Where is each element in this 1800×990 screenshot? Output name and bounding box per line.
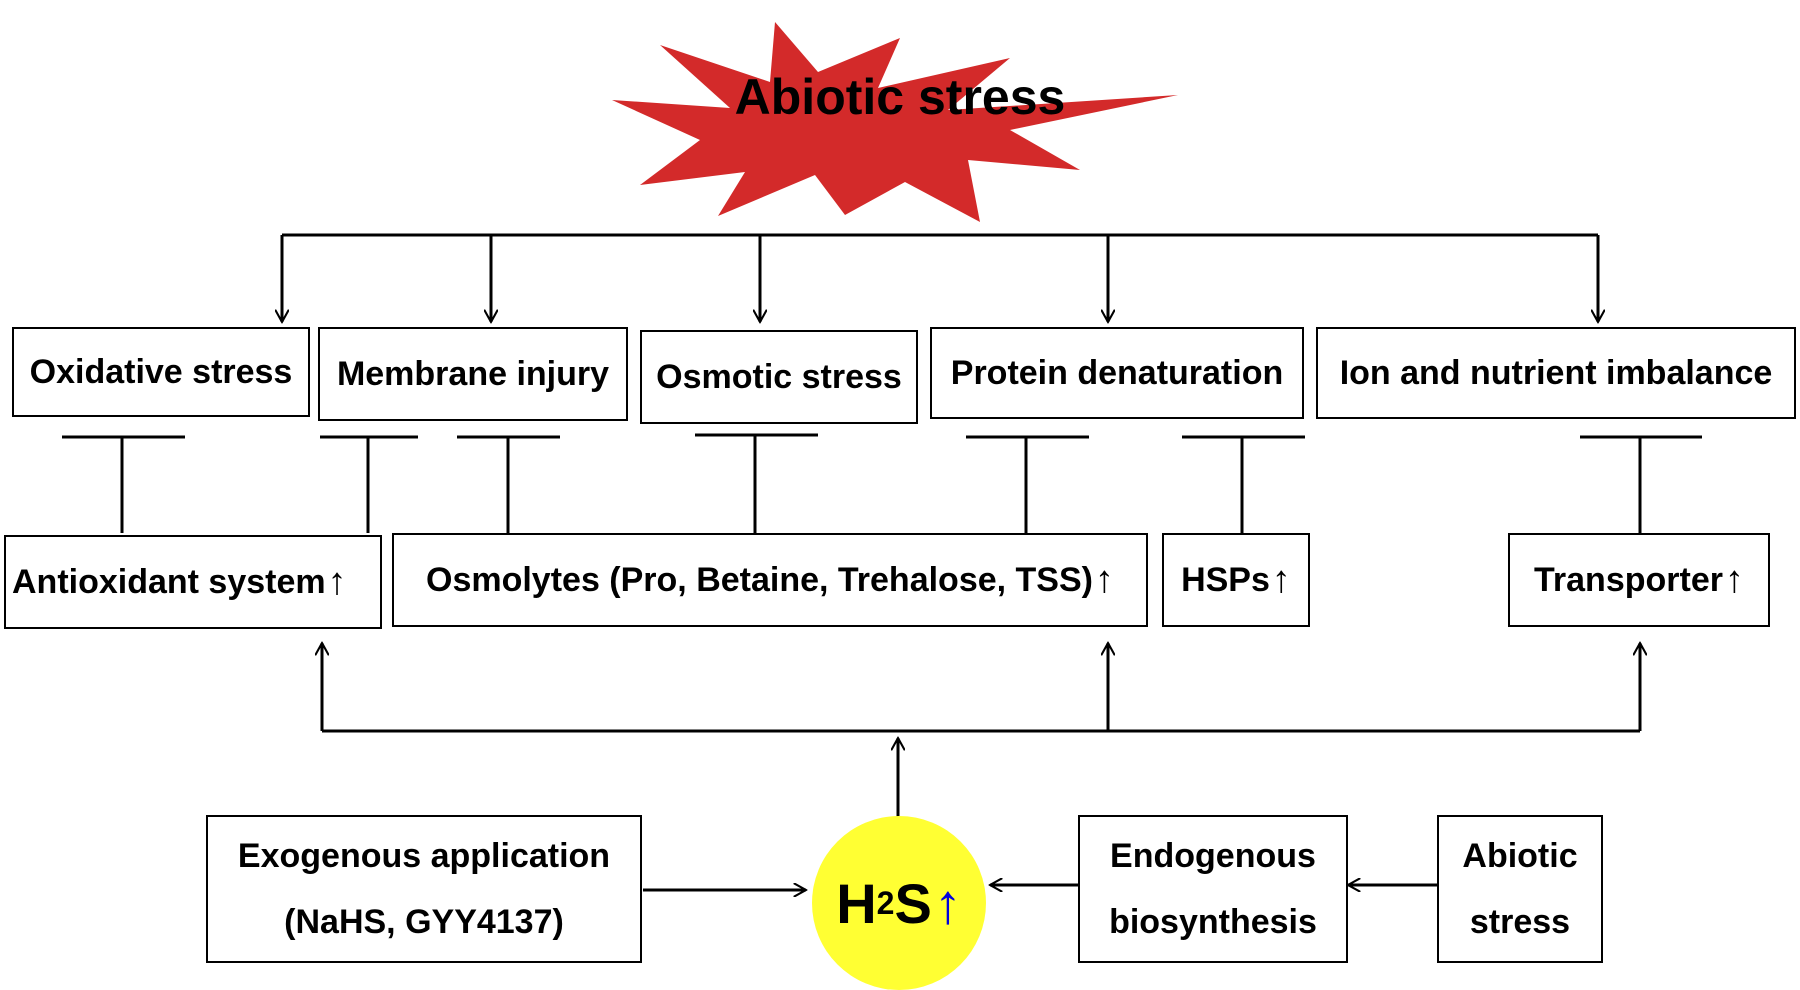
box-protein-denaturation: Protein denaturation bbox=[930, 327, 1304, 419]
star-burst-shape bbox=[612, 22, 1178, 222]
label-endogenous-line1: Endogenous bbox=[1110, 837, 1316, 875]
box-osmotic-stress: Osmotic stress bbox=[640, 330, 918, 424]
h2s-h: H bbox=[836, 871, 877, 935]
box-membrane-injury: Membrane injury bbox=[318, 327, 628, 421]
label-endogenous-line2: biosynthesis bbox=[1109, 903, 1317, 941]
up-arrow-icon: ↑ bbox=[1094, 558, 1114, 601]
label-osmotic-stress: Osmotic stress bbox=[656, 357, 902, 396]
diagram-title: Abiotic stress bbox=[734, 69, 1066, 125]
label-protein-denaturation: Protein denaturation bbox=[950, 353, 1284, 392]
box-antioxidant-system: Antioxidant system ↑ bbox=[4, 535, 382, 629]
box-abiotic-stress-source: Abiotic stress bbox=[1437, 815, 1603, 963]
up-arrow-icon: ↑ bbox=[327, 560, 347, 603]
label-exogenous-line1: Exogenous application bbox=[237, 837, 611, 875]
up-arrow-icon: ↑ bbox=[1724, 558, 1744, 601]
label-hsps: HSPs bbox=[1181, 560, 1270, 599]
label-abiotic-line1: Abiotic bbox=[1462, 837, 1578, 875]
box-hsps: HSPs ↑ bbox=[1162, 533, 1310, 627]
box-exogenous-application: Exogenous application (NaHS, GYY4137) bbox=[206, 815, 642, 963]
label-osmolytes: Osmolytes (Pro, Betaine, Trehalose, TSS) bbox=[426, 560, 1093, 599]
box-oxidative-stress: Oxidative stress bbox=[12, 327, 310, 417]
label-transporter: Transporter bbox=[1534, 560, 1723, 599]
label-membrane-injury: Membrane injury bbox=[336, 354, 610, 393]
up-arrow-icon: ↑ bbox=[1271, 558, 1291, 601]
h2s-subscript: 2 bbox=[876, 884, 895, 921]
up-arrow-icon: ↑ bbox=[933, 871, 962, 935]
h2s-s: S bbox=[894, 871, 932, 935]
box-transporter: Transporter ↑ bbox=[1508, 533, 1770, 627]
label-abiotic-line2: stress bbox=[1469, 903, 1571, 941]
label-antioxidant-system: Antioxidant system bbox=[12, 562, 326, 601]
box-osmolytes: Osmolytes (Pro, Betaine, Trehalose, TSS)… bbox=[392, 533, 1148, 627]
label-oxidative-stress: Oxidative stress bbox=[29, 352, 293, 391]
label-ion-nutrient-imbalance: Ion and nutrient imbalance bbox=[1339, 353, 1773, 392]
box-endogenous-biosynthesis: Endogenous biosynthesis bbox=[1078, 815, 1348, 963]
box-ion-nutrient-imbalance: Ion and nutrient imbalance bbox=[1316, 327, 1796, 419]
label-exogenous-line2: (NaHS, GYY4137) bbox=[284, 903, 564, 941]
